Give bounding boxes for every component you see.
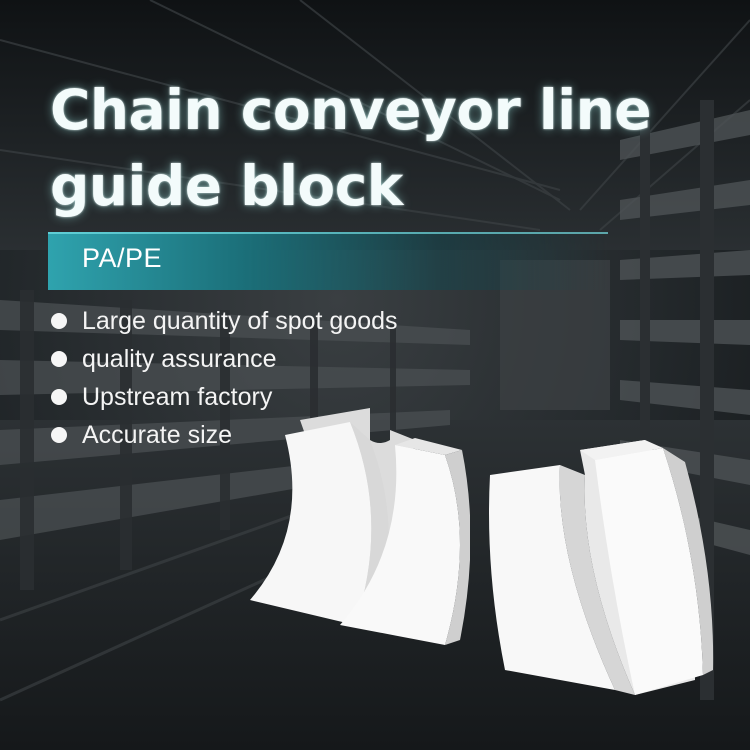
material-label: PA/PE: [82, 243, 163, 273]
feature-list: Large quantity of spot goods quality ass…: [50, 302, 398, 454]
bullet-icon: [51, 427, 67, 443]
feature-item: quality assurance: [50, 340, 398, 378]
feature-text: quality assurance: [82, 345, 277, 373]
guide-block-left: [250, 408, 470, 645]
bullet-icon: [51, 389, 67, 405]
feature-item: Upstream factory: [50, 378, 398, 416]
page-title: Chain conveyor line guide block: [50, 72, 730, 224]
feature-text: Accurate size: [82, 421, 233, 449]
feature-text: Large quantity of spot goods: [82, 307, 398, 335]
feature-item: Large quantity of spot goods: [50, 302, 398, 340]
material-badge: PA/PE: [48, 232, 608, 290]
feature-item: Accurate size: [50, 416, 398, 454]
bullet-icon: [51, 313, 67, 329]
title-line-2: guide block: [50, 154, 403, 218]
feature-text: Upstream factory: [82, 383, 273, 411]
guide-block-right: [489, 440, 714, 695]
bullet-icon: [51, 351, 67, 367]
title-line-1: Chain conveyor line: [50, 78, 652, 142]
